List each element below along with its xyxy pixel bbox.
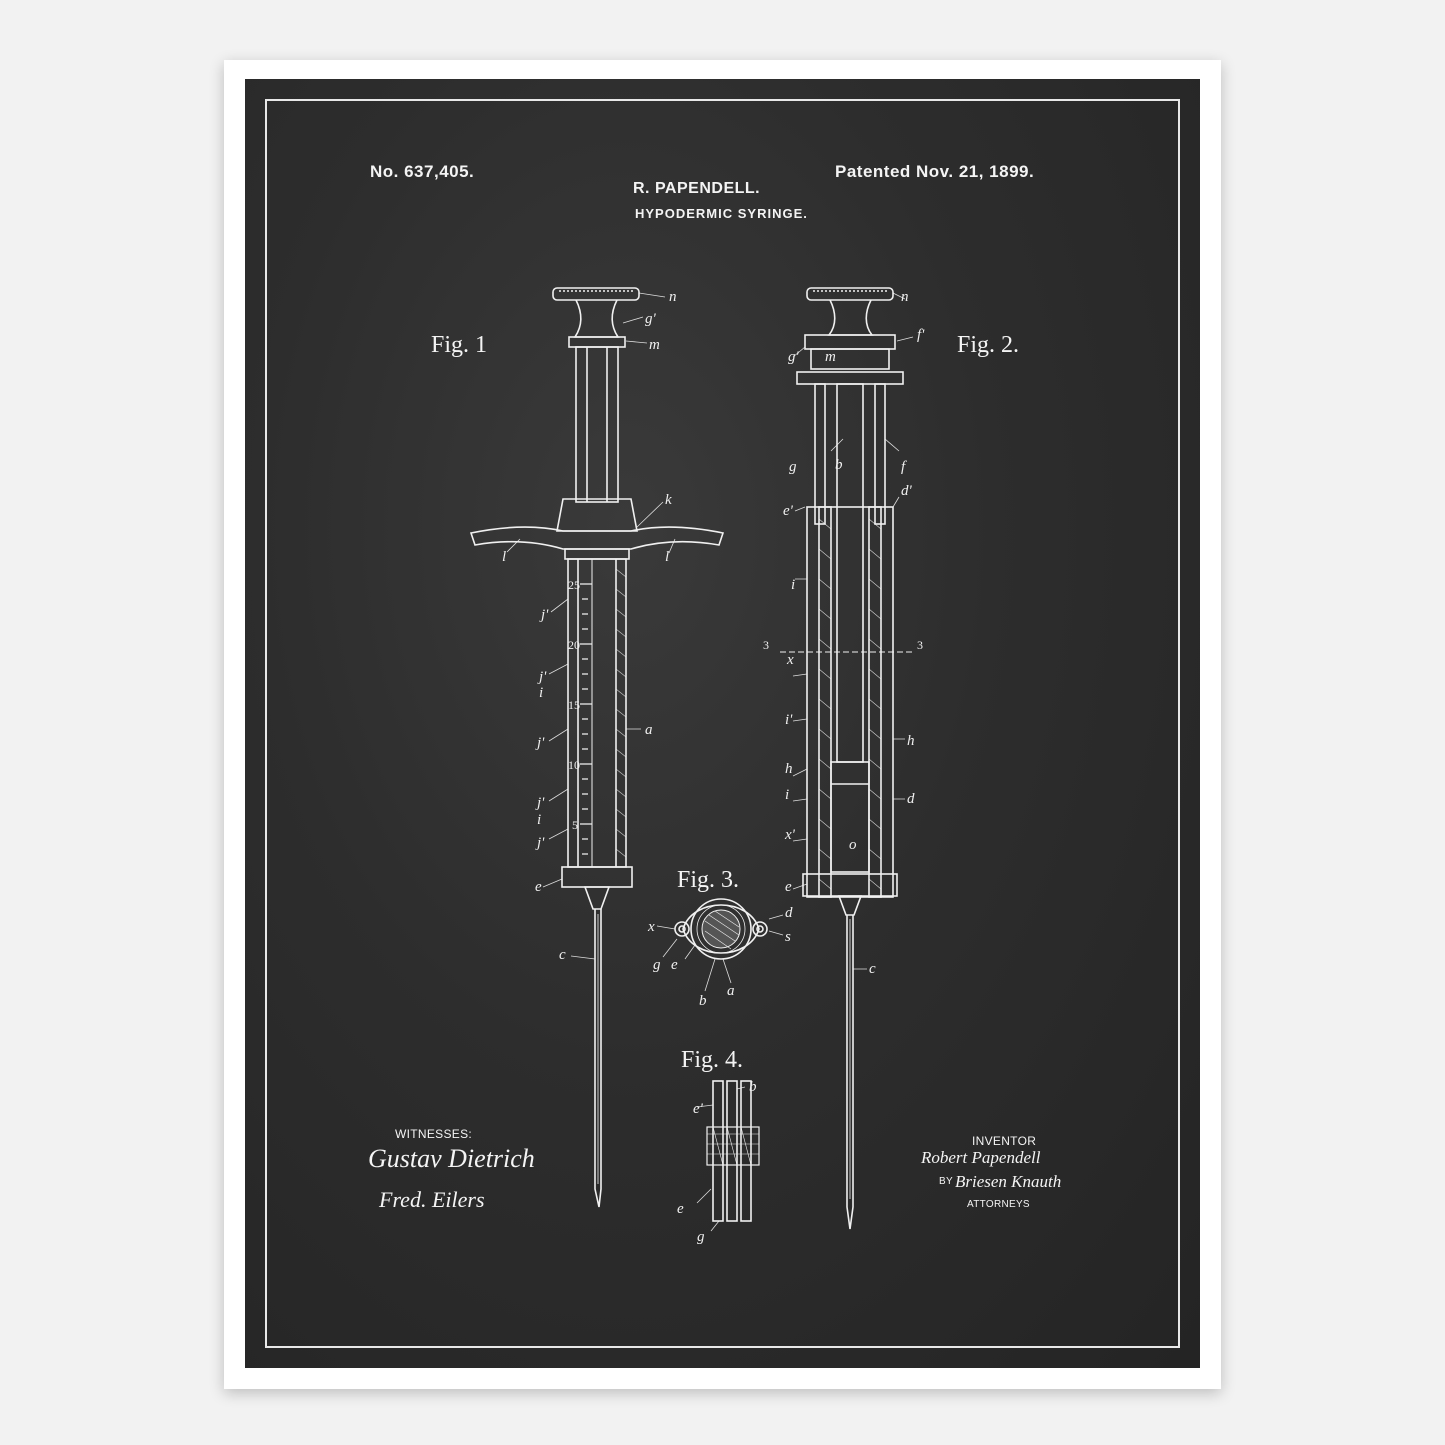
svg-text:h: h — [907, 733, 915, 749]
svg-text:i: i — [791, 577, 795, 593]
svg-text:o: o — [849, 837, 857, 853]
svg-text:b: b — [699, 993, 707, 1009]
svg-text:g': g' — [645, 311, 657, 327]
svg-text:j': j' — [539, 607, 549, 623]
svg-text:j': j' — [537, 669, 547, 685]
svg-text:g: g — [789, 459, 797, 475]
svg-text:e: e — [785, 879, 792, 895]
svg-text:x: x — [786, 652, 794, 668]
attorneys-label: ATTORNEYS — [967, 1199, 1030, 1210]
inventor-label: INVENTOR — [972, 1134, 1036, 1148]
witnesses-label: WITNESSES: — [395, 1127, 472, 1141]
svg-text:d: d — [785, 905, 793, 921]
svg-text:e: e — [671, 957, 678, 973]
svg-text:Fred. Eilers: Fred. Eilers — [378, 1187, 485, 1212]
svg-text:Fig. 4.: Fig. 4. — [681, 1047, 743, 1073]
svg-text:15: 15 — [568, 698, 580, 712]
svg-text:m: m — [649, 337, 660, 353]
svg-text:d': d' — [901, 483, 913, 499]
svg-text:i: i — [539, 685, 543, 701]
svg-text:Briesen Knauth: Briesen Knauth — [955, 1172, 1061, 1191]
svg-text:b: b — [749, 1079, 757, 1095]
svg-text:d: d — [907, 791, 915, 807]
svg-text:l: l — [502, 549, 506, 565]
svg-text:5: 5 — [572, 818, 578, 832]
svg-text:j': j' — [535, 735, 545, 751]
svg-text:b: b — [835, 457, 843, 473]
svg-text:10: 10 — [568, 758, 580, 772]
svg-text:s: s — [785, 929, 791, 945]
svg-text:Robert Papendell: Robert Papendell — [920, 1148, 1041, 1167]
svg-text:i: i — [785, 787, 789, 803]
syringe-drawing: ng'm kll j'j'i j'aj' ij'e c nf'g' mgb fd… — [245, 79, 1200, 1368]
svg-text:a: a — [645, 722, 653, 738]
svg-text:c: c — [869, 961, 876, 977]
svg-text:e: e — [535, 879, 542, 895]
svg-text:3: 3 — [763, 638, 769, 652]
svg-text:Fig. 3.: Fig. 3. — [677, 867, 739, 893]
svg-text:m: m — [825, 349, 836, 365]
svg-text:25: 25 — [568, 578, 580, 592]
svg-text:g: g — [697, 1229, 705, 1245]
svg-text:Fig. 1: Fig. 1 — [431, 332, 487, 358]
svg-text:e': e' — [693, 1101, 704, 1117]
svg-text:a: a — [727, 983, 735, 999]
svg-text:x': x' — [784, 827, 796, 843]
svg-text:e': e' — [783, 503, 794, 519]
svg-text:h: h — [785, 761, 793, 777]
svg-text:e: e — [677, 1201, 684, 1217]
svg-text:x: x — [647, 919, 655, 935]
svg-text:f: f — [901, 459, 907, 475]
svg-text:20: 20 — [568, 638, 580, 652]
svg-text:g': g' — [788, 349, 800, 365]
svg-text:3: 3 — [917, 638, 923, 652]
poster-frame: No. 637,405. Patented Nov. 21, 1899. R. … — [224, 60, 1221, 1389]
svg-text:j': j' — [535, 835, 545, 851]
svg-text:g: g — [653, 957, 661, 973]
svg-text:l: l — [665, 549, 669, 565]
svg-text:c: c — [559, 947, 566, 963]
svg-text:k: k — [665, 492, 672, 508]
svg-text:Fig. 2.: Fig. 2. — [957, 332, 1019, 358]
figure-3-cross-section — [675, 899, 767, 959]
svg-text:i: i — [537, 812, 541, 828]
svg-text:i': i' — [785, 712, 793, 728]
svg-text:f': f' — [917, 327, 925, 343]
figure-4-detail — [707, 1081, 759, 1221]
by-label: BY — [939, 1176, 953, 1187]
svg-text:Gustav Dietrich: Gustav Dietrich — [368, 1144, 535, 1173]
svg-text:n: n — [901, 289, 909, 305]
svg-text:j': j' — [535, 795, 545, 811]
figure-2-section — [780, 288, 913, 1229]
blueprint-board: No. 637,405. Patented Nov. 21, 1899. R. … — [245, 79, 1200, 1368]
svg-text:n: n — [669, 289, 677, 305]
